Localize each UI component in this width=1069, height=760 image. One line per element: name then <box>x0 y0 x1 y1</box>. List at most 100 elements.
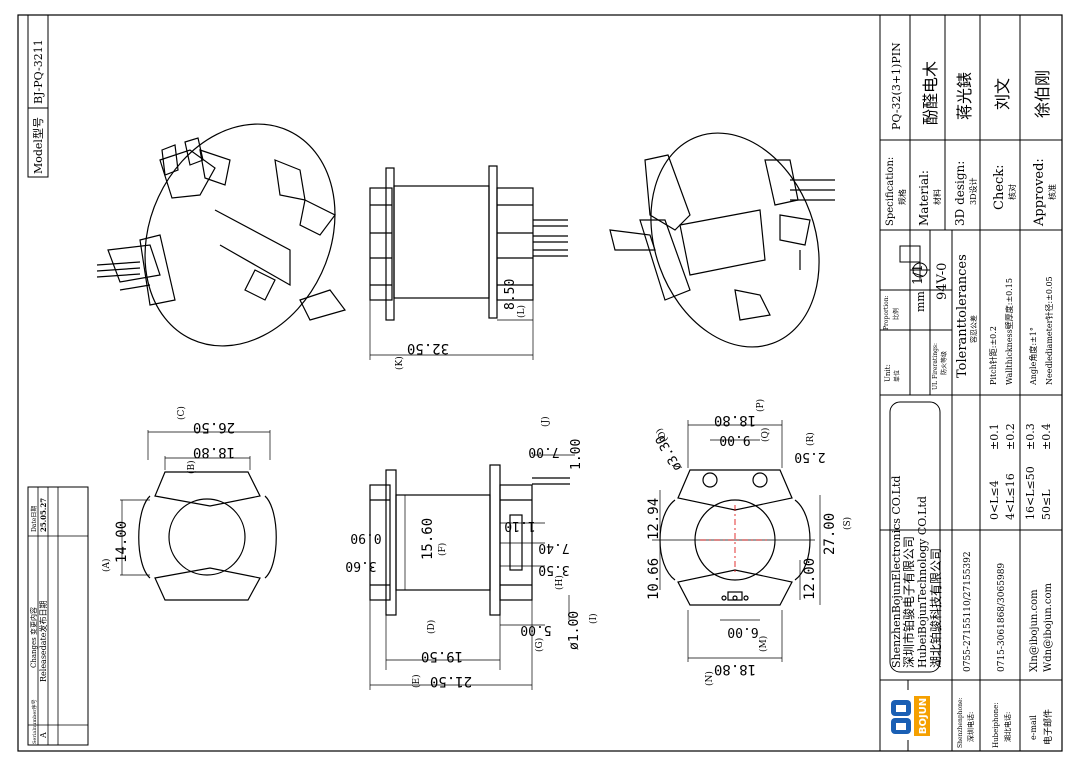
dim-F-label: (F) <box>437 543 448 556</box>
side-view <box>369 165 568 360</box>
dim-7-40: 7.40 <box>538 540 569 555</box>
tol-range-3: 16<L≤50 <box>1024 466 1037 520</box>
tol-wall: Wallthickness壁厚度:±0.15 <box>1004 278 1014 385</box>
dim-D-label: (D) <box>426 620 437 634</box>
tolerances-title: Toleranttolerances <box>955 254 970 378</box>
rev-date: 25.05.27 <box>39 498 48 532</box>
front-view <box>120 430 277 601</box>
model-number: BJ-PQ-3211 <box>32 39 45 104</box>
dim-c-26-50: 26.50 <box>193 419 235 435</box>
email-label: e-mail <box>1029 715 1038 740</box>
title-block <box>879 14 1063 752</box>
tol-value-4: ±0.4 <box>1040 423 1053 450</box>
dim-g-5-00: 5.00 <box>520 622 551 637</box>
dim-I-label: (I) <box>588 613 599 624</box>
email-cn: 电子邮件 <box>1042 709 1054 745</box>
tol-range-1: 0<L≤4 <box>988 480 1001 520</box>
dim-E-label: (E) <box>411 674 422 688</box>
dim-s-27-00: 27.00 <box>822 513 838 555</box>
tol-value-3: ±0.3 <box>1024 423 1037 450</box>
material-value: 酚醛电木 <box>921 61 940 125</box>
spec-cn: 规格 <box>897 189 907 205</box>
dim-a-14-00: 14.00 <box>114 521 130 563</box>
design-label: 3D design: <box>953 161 967 226</box>
sz-phone-label: Shenzhenphone: <box>957 697 964 748</box>
changes-header: Changes 变更内容 <box>29 607 38 668</box>
unit-cn: 单位 <box>893 370 901 382</box>
bottom-view <box>652 420 821 662</box>
company-en-1: ShenzhenBojunElectronics CO.Ltd <box>890 476 903 668</box>
tol-needle: Needlediameter针径:±0.05 <box>1044 276 1054 385</box>
proportion-value: 1/1 <box>911 264 926 285</box>
email-1: Xln@ibojun.com <box>1029 589 1040 672</box>
bojun-logo: BOJUN <box>888 690 936 740</box>
tol-value-2: ±0.2 <box>1004 423 1017 450</box>
dim-len-total: 32.50 <box>407 340 449 356</box>
dim-pin-1-00: 1.00 <box>569 439 584 470</box>
proportion-cn: 比例 <box>892 308 900 320</box>
proportion-label: Proportion: <box>883 295 890 330</box>
dim-N-label: (N) <box>704 671 715 686</box>
unit-label: Unit: <box>884 364 892 382</box>
dim-p-18-80: 18.80 <box>714 412 756 428</box>
iso-view-back <box>609 132 835 348</box>
dim-G-label: (G) <box>534 638 545 652</box>
dim-n-18-80: 18.80 <box>714 661 756 677</box>
dim-1-10: 1.10 <box>504 518 535 533</box>
tol-value-1: ±0.1 <box>988 423 1001 450</box>
dim-12-94: 12.94 <box>646 498 662 540</box>
dim-P-label: (P) <box>755 399 766 412</box>
tol-range-4: 50≤L <box>1040 489 1053 520</box>
company-en-2: HubeiBojunTechnology CO.Ltd <box>916 496 929 668</box>
rev-change: Releasedate发布日期 <box>38 601 48 683</box>
hb-phone-cn: 湖北电话: <box>1003 712 1012 742</box>
material-cn: 材料 <box>932 189 942 205</box>
email-2: Wdn@ibojun.com <box>1043 582 1054 672</box>
dim-A-label: (A) <box>101 558 112 572</box>
approved-label: Approved: <box>1032 158 1047 227</box>
dim-Q-label: (Q) <box>760 428 771 442</box>
dim-r-2-50: 2.50 <box>794 449 825 464</box>
check-cn: 核对 <box>1007 184 1017 200</box>
center-crosshair <box>700 505 770 575</box>
dim-J-label: (J) <box>540 416 551 427</box>
dim-H-label: (H) <box>554 575 565 590</box>
dim-3-60: 3.60 <box>345 558 376 573</box>
hb-phone: 0715-3061868/3065989 <box>997 563 1007 672</box>
model-box: Model型号 BJ-PQ-3211 <box>27 14 49 178</box>
tol-pitch: Pitch针距:±0.2 <box>988 326 998 385</box>
check-label: Check: <box>992 164 1007 210</box>
dim-L-label: (L) <box>516 305 527 318</box>
dim-K-label: (K) <box>394 356 405 370</box>
section-view <box>369 454 575 690</box>
date-header: Date日期 <box>30 506 38 532</box>
dim-0-90: 0.90 <box>350 530 381 545</box>
dim-j-7-00: 7.00 <box>528 444 559 459</box>
rev-serial: A <box>39 732 48 739</box>
dim-S-label: (S) <box>842 517 853 530</box>
dim-h-3-50: 3.50 <box>538 562 569 577</box>
dim-M-label: (M) <box>758 636 769 652</box>
dim-len-L: 8.50 <box>503 279 518 310</box>
approved-value: 徐伯刚 <box>1033 70 1052 118</box>
spec-value: PQ-32(3+1)PIN <box>890 42 903 130</box>
iso-view-front <box>96 123 347 347</box>
design-cn: 3D设计 <box>968 177 978 205</box>
tol-angle: Angle角度:±1° <box>1028 327 1038 386</box>
logo-text: BOJUN <box>918 698 929 734</box>
dim-q-9-00: 9.00 <box>719 432 750 447</box>
material-label: Material: <box>917 170 931 226</box>
design-value: 蒋光錶 <box>955 72 974 120</box>
dim-C-label: (C) <box>176 406 187 420</box>
check-value: 刘文 <box>993 78 1012 110</box>
dim-B-label: (B) <box>186 460 197 474</box>
dim-d-19-50: 19.50 <box>421 648 463 664</box>
model-label: Model型号 <box>31 117 45 174</box>
dim-e-21-50: 21.50 <box>430 673 472 689</box>
approved-cn: 核准 <box>1047 184 1057 200</box>
spec-label: Specification: <box>885 157 896 226</box>
ul-value: 94V-0 <box>935 263 950 300</box>
ul-cn: 防火等级 <box>940 351 948 375</box>
dim-12-00: 12.00 <box>802 558 818 600</box>
